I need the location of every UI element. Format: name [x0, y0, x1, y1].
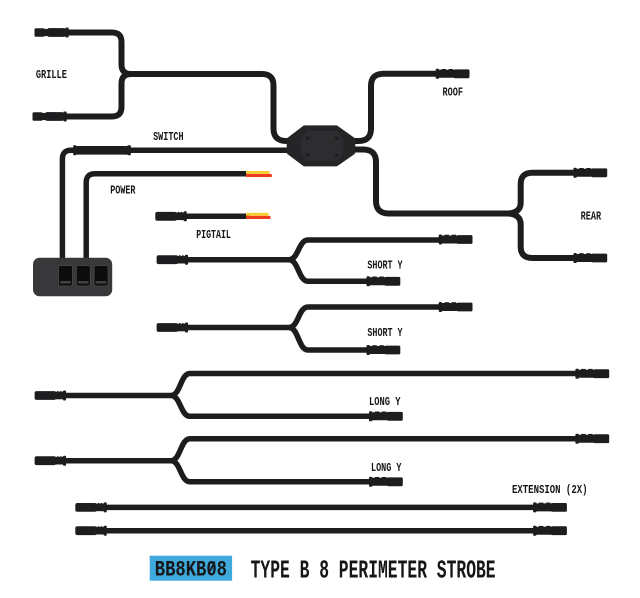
svg-text:LONG Y: LONG Y: [371, 461, 402, 475]
svg-text:GRILLE: GRILLE: [36, 68, 67, 82]
svg-text:POWER: POWER: [110, 184, 136, 198]
svg-text:TYPE B 8 PERIMETER STROBE: TYPE B 8 PERIMETER STROBE: [251, 555, 496, 585]
svg-text:LONG Y: LONG Y: [369, 395, 401, 409]
svg-text:PIGTAIL: PIGTAIL: [196, 228, 231, 242]
svg-text:ROOF: ROOF: [443, 86, 464, 100]
svg-text:SWITCH: SWITCH: [153, 130, 184, 144]
svg-text:BB8KB08: BB8KB08: [155, 557, 227, 583]
svg-text:SHORT Y: SHORT Y: [367, 326, 403, 340]
svg-text:SHORT Y: SHORT Y: [367, 259, 403, 273]
svg-text:REAR: REAR: [581, 209, 602, 223]
svg-text:EXTENSION (2X): EXTENSION (2X): [512, 483, 588, 497]
